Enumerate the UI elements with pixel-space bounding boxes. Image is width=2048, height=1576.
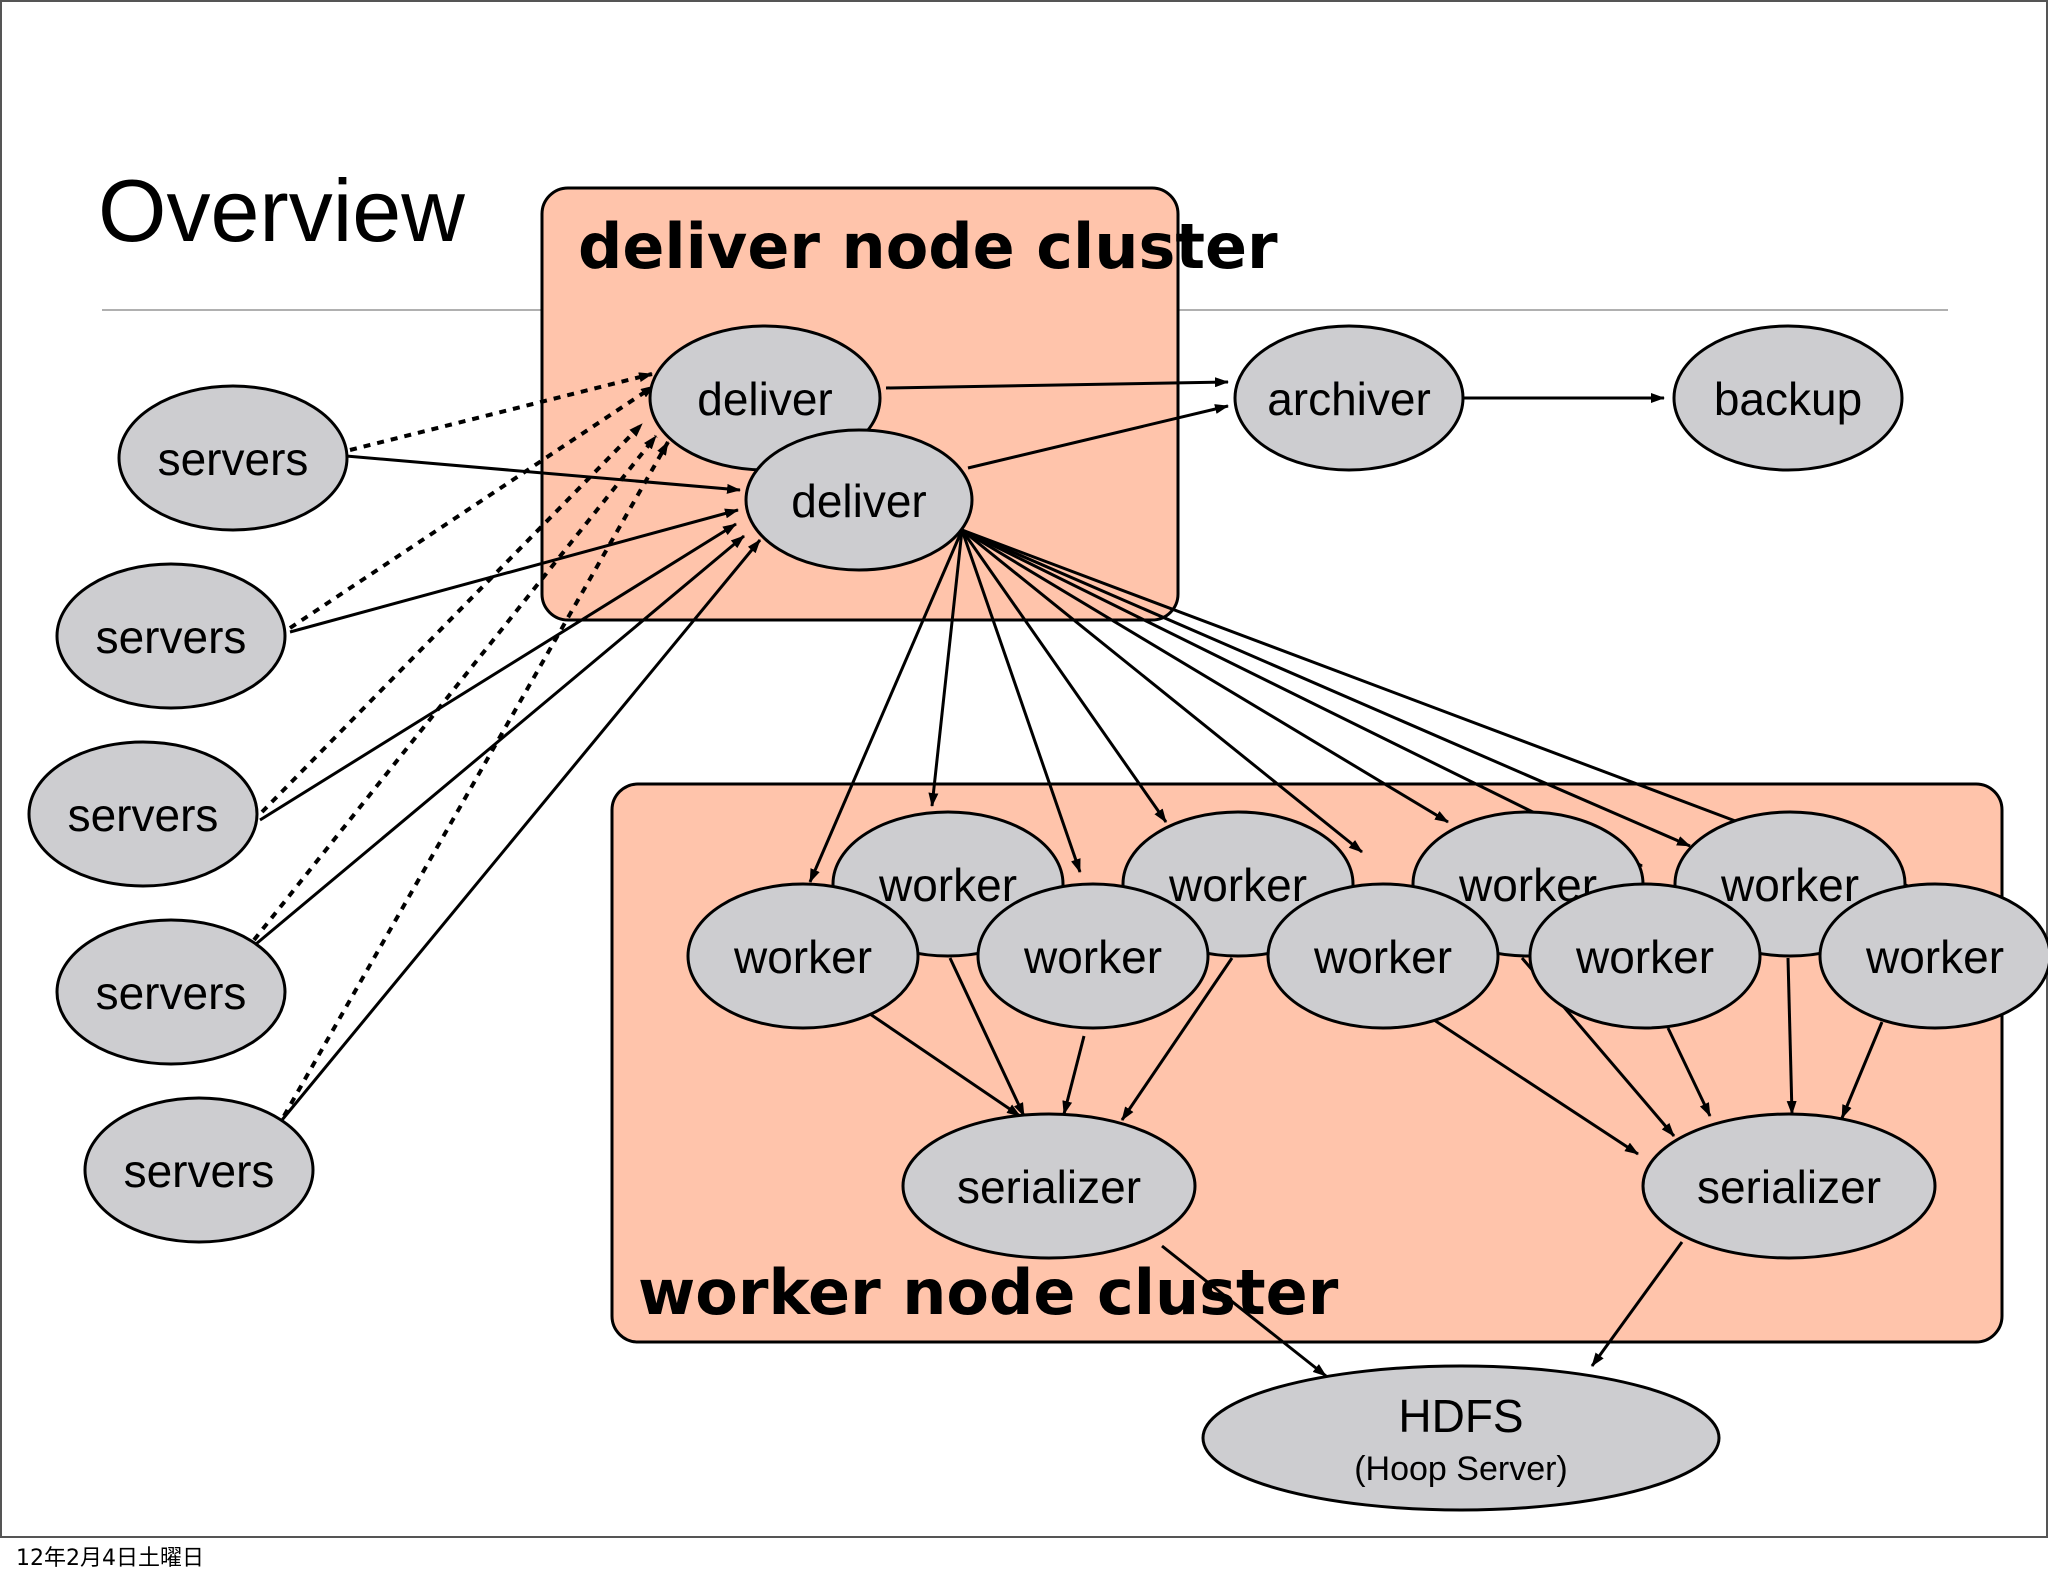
- edge: [961, 528, 1643, 868]
- edge: [960, 529, 1168, 823]
- servers-node-4: servers: [55, 918, 287, 1066]
- edge-dotted: [349, 372, 653, 452]
- deliver-node-front: deliver: [744, 428, 974, 572]
- edge-dotted: [282, 441, 670, 1117]
- edge: [345, 454, 741, 494]
- servers-label: servers: [158, 433, 309, 485]
- backup-node: backup: [1672, 324, 1904, 472]
- worker-label: worker: [1720, 859, 1859, 911]
- worker-label: worker: [1168, 859, 1307, 911]
- servers-label: servers: [68, 789, 219, 841]
- hdfs-node: HDFS (Hoop Server): [1201, 1364, 1721, 1512]
- edge: [928, 529, 964, 807]
- worker-label: worker: [1313, 931, 1452, 983]
- dotted-edges: [252, 372, 670, 1117]
- edge: [1062, 1035, 1086, 1115]
- edge: [967, 404, 1229, 470]
- deliver-back-label: deliver: [697, 373, 833, 425]
- edge: [1120, 957, 1234, 1121]
- edge: [280, 539, 762, 1121]
- worker-label: worker: [733, 931, 872, 983]
- servers-node-3: servers: [27, 740, 259, 888]
- servers-node-1: servers: [117, 384, 349, 532]
- servers-label: servers: [96, 611, 247, 663]
- worker-label: worker: [1865, 931, 2004, 983]
- worker-label: worker: [1023, 931, 1162, 983]
- hdfs-label: HDFS: [1398, 1390, 1523, 1442]
- archiver-node: archiver: [1233, 324, 1465, 472]
- worker-node-5: worker: [686, 882, 920, 1030]
- edge: [808, 529, 964, 883]
- servers-label: servers: [96, 967, 247, 1019]
- edge: [961, 528, 1449, 824]
- worker-node-6: worker: [976, 882, 1210, 1030]
- archiver-label: archiver: [1267, 373, 1431, 425]
- edge-dotted: [260, 422, 644, 814]
- edge: [259, 522, 737, 822]
- edge: [1840, 1021, 1884, 1119]
- solid-edges: [255, 377, 1909, 1378]
- worker-node-8: worker: [1528, 882, 1762, 1030]
- worker-node-9: worker: [1818, 882, 2048, 1030]
- edge: [869, 1012, 1021, 1118]
- backup-label: backup: [1714, 373, 1862, 425]
- edge: [289, 508, 739, 634]
- edge-dotted: [288, 384, 656, 630]
- page-title: Overview: [98, 161, 465, 260]
- edge: [961, 528, 1691, 848]
- worker-cluster-label: worker node cluster: [638, 1256, 1339, 1329]
- edge: [1161, 1244, 1327, 1378]
- date-footer: 12年2月4日土曜日: [16, 1546, 204, 1571]
- serializer-label: serializer: [957, 1161, 1141, 1213]
- slide-border: [0, 0, 2048, 1538]
- servers-node-2: servers: [55, 562, 287, 710]
- servers-node-5: servers: [83, 1096, 315, 1244]
- servers-label: servers: [124, 1145, 275, 1197]
- worker-node-7: worker: [1266, 882, 1500, 1030]
- edge: [1590, 1241, 1684, 1367]
- hdfs-subtitle: (Hoop Server): [1354, 1450, 1568, 1488]
- worker-label: worker: [878, 859, 1017, 911]
- edge: [255, 534, 745, 946]
- edge: [961, 528, 1363, 854]
- edge-dotted: [252, 434, 658, 942]
- edge: [885, 377, 1229, 390]
- edge: [1786, 957, 1797, 1115]
- deliver-front-label: deliver: [791, 475, 927, 527]
- serializer-node-2: serializer: [1641, 1112, 1937, 1260]
- edge: [960, 529, 1082, 873]
- serializer-node-1: serializer: [901, 1112, 1197, 1260]
- edge: [948, 957, 1026, 1117]
- serializer-label: serializer: [1697, 1161, 1881, 1213]
- deliver-cluster-label: deliver node cluster: [578, 210, 1278, 283]
- edge: [1666, 1027, 1712, 1117]
- edge: [1427, 1014, 1639, 1156]
- worker-label: worker: [1575, 931, 1714, 983]
